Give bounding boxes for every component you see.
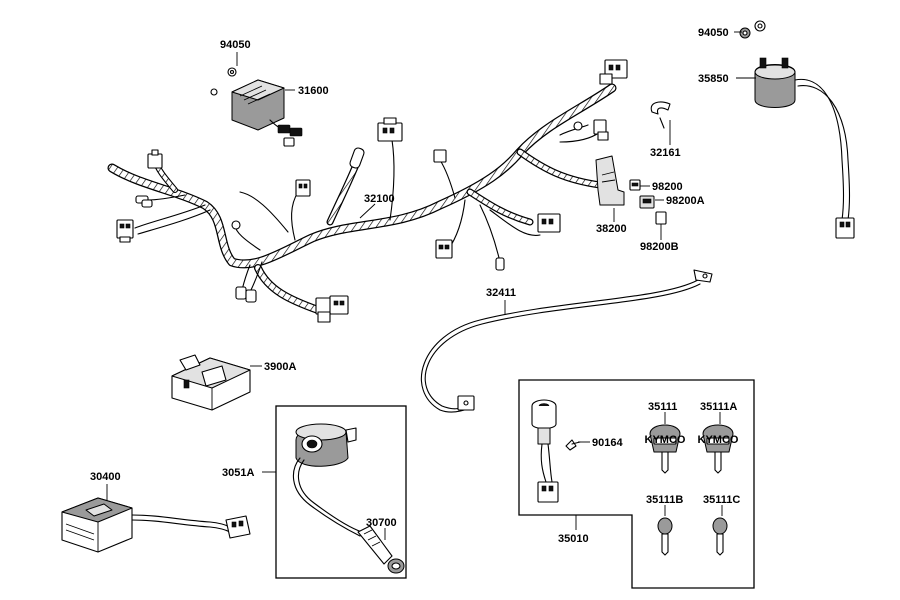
- label-35111C: 35111C: [703, 494, 740, 506]
- key-brand-label: KYMCO: [698, 434, 739, 446]
- harness-connector: [537, 213, 561, 233]
- label-32411: 32411: [486, 287, 516, 299]
- cdi-unit-3900A: [171, 354, 251, 411]
- label-38200: 38200: [596, 223, 627, 235]
- label-98200B: 98200B: [640, 241, 679, 253]
- clip-32161: [650, 101, 671, 129]
- label-3900A: 3900A: [264, 361, 296, 373]
- harness-connector: [435, 239, 453, 259]
- label-94050-top: 94050: [220, 39, 251, 51]
- label-35111B: 35111B: [646, 494, 683, 506]
- ignition-switch-35010: [531, 399, 559, 503]
- fuse-box-38200: [595, 155, 625, 206]
- harness-ring-terminal: [231, 220, 241, 230]
- regulator-31600: [210, 67, 303, 147]
- harness-connector: [433, 149, 447, 163]
- label-98200: 98200: [652, 181, 683, 193]
- harness-connector: [116, 219, 134, 243]
- key-blank-35111C: [712, 517, 728, 556]
- key-set-box: [518, 379, 755, 589]
- harness-ring-terminal: [573, 121, 583, 131]
- key-brand-label: KYMCO: [645, 434, 686, 446]
- harness-terminal: [495, 257, 505, 271]
- spark-plug-cap-30700: [357, 525, 405, 574]
- label-35850: 35850: [698, 73, 729, 85]
- harness-terminal: [135, 195, 153, 208]
- harness-connector: [147, 149, 163, 169]
- screw-90164: [565, 439, 581, 451]
- harness-fuse-holder: [349, 147, 365, 169]
- key-blank-35111B: [657, 517, 673, 556]
- harness-connector: [599, 59, 628, 85]
- label-3051A: 3051A: [222, 467, 254, 479]
- harness-connector: [593, 119, 609, 141]
- starter-relay-35850: [739, 20, 855, 239]
- harness-terminal: [235, 286, 257, 303]
- ignition-coil-box: [275, 405, 407, 579]
- key-35111: KYMCO: [645, 424, 686, 474]
- label-32161: 32161: [650, 147, 681, 159]
- label-31600: 31600: [298, 85, 329, 97]
- cable-32411: [420, 269, 713, 413]
- fuse-98200: [629, 179, 641, 191]
- label-30400: 30400: [90, 471, 121, 483]
- label-90164: 90164: [592, 437, 623, 449]
- harness-connector: [315, 295, 349, 323]
- fuse-98200B: [655, 211, 667, 225]
- module-30400: [61, 497, 251, 553]
- label-94050-right: 94050: [698, 27, 729, 39]
- fuse-98200A: [639, 195, 655, 209]
- label-98200A: 98200A: [666, 195, 705, 207]
- key-35111A: KYMCO: [698, 424, 739, 474]
- harness-connector: [377, 117, 403, 142]
- label-35111A: 35111A: [700, 401, 737, 413]
- label-35010: 35010: [558, 533, 589, 545]
- label-32100: 32100: [364, 193, 395, 205]
- wire-harness-32100: [107, 59, 628, 323]
- label-30700: 30700: [366, 517, 397, 529]
- harness-connector: [295, 179, 311, 197]
- label-35111: 35111: [648, 401, 677, 413]
- leader-lines: [106, 31, 756, 540]
- ignition-coil-3051A: [292, 423, 363, 537]
- part-labels: 94050 31600 94050 35850 32161 32100 9820…: [90, 27, 740, 545]
